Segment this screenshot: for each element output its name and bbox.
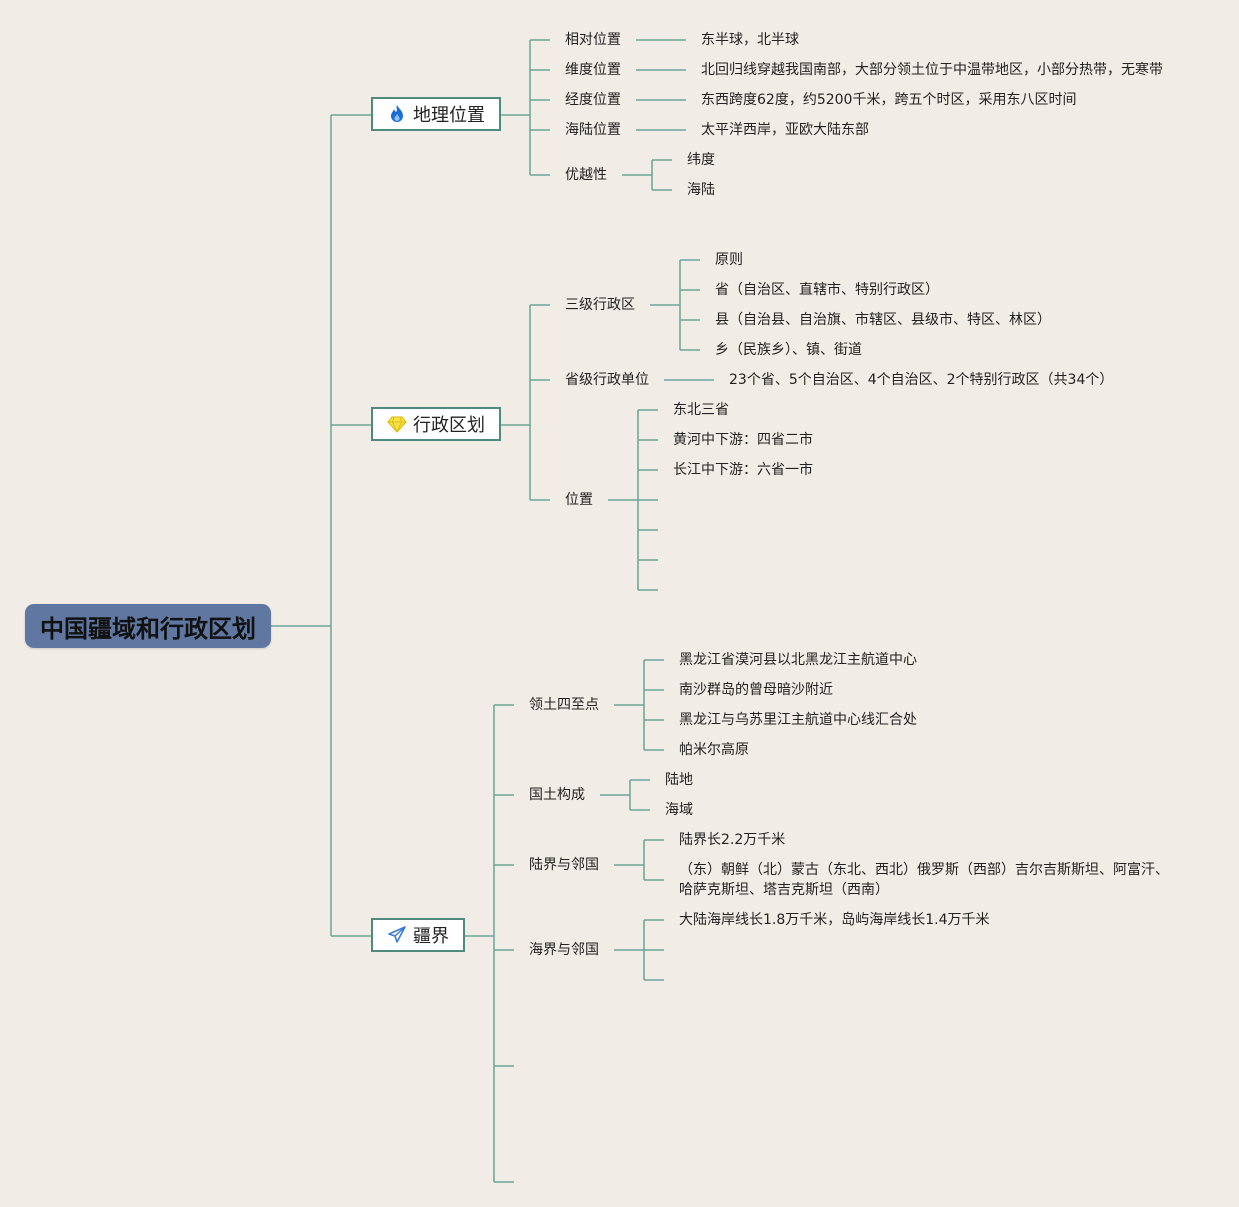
topic-extreme-item[interactable]: 黑龙江与乌苏里江主航道中心线汇合处: [679, 712, 917, 728]
root-topic[interactable]: 中国疆域和行政区划: [25, 604, 271, 648]
topic-territory-composition[interactable]: 国土构成: [529, 787, 585, 803]
topic-latitude-position[interactable]: 维度位置: [565, 62, 621, 78]
fire-icon: [391, 105, 403, 122]
topic-advantage[interactable]: 优越性: [565, 167, 607, 183]
branch-geo-label: 地理位置: [413, 105, 485, 126]
topic-longitude-position-value[interactable]: 东西跨度62度，约5200千米，跨五个时区，采用东八区时间: [701, 92, 1077, 108]
topic-three-level-item[interactable]: 省（自治区、直辖市、特别行政区）: [715, 282, 939, 298]
topic-territory-extremes[interactable]: 领土四至点: [529, 697, 599, 713]
topic-advantage-latitude[interactable]: 纬度: [687, 152, 715, 168]
topic-sea-land-position-value[interactable]: 太平洋西岸，亚欧大陆东部: [701, 122, 869, 138]
topic-extreme-item[interactable]: 帕米尔高原: [679, 742, 749, 758]
topic-extreme-item[interactable]: 黑龙江省漠河县以北黑龙江主航道中心: [679, 652, 917, 668]
topic-admin-position-item[interactable]: 东北三省: [673, 402, 729, 418]
topic-land-border-length[interactable]: 陆界长2.2万千米: [679, 832, 786, 848]
topic-coastline-length[interactable]: 大陆海岸线长1.8万千米，岛屿海岸线长1.4万千米: [679, 912, 990, 928]
diamond-icon: [387, 416, 407, 433]
branch-admin-label: 行政区划: [413, 415, 485, 436]
branch-admin-division[interactable]: 行政区划: [371, 407, 501, 441]
topic-land-neighbors-line2[interactable]: 哈萨克斯坦、塔吉克斯坦（西南）: [679, 882, 889, 898]
topic-provincial-units[interactable]: 省级行政单位: [565, 372, 649, 388]
branch-geo-location[interactable]: 地理位置: [371, 97, 501, 131]
branch-border[interactable]: 疆界: [371, 918, 465, 952]
topic-three-level-item[interactable]: 县（自治县、自治旗、市辖区、县级市、特区、林区）: [715, 312, 1051, 328]
topic-three-level-item[interactable]: 乡（民族乡）、镇、街道: [715, 342, 862, 358]
topic-land-border-neighbors[interactable]: 陆界与邻国: [529, 857, 599, 873]
topic-relative-position-value[interactable]: 东半球，北半球: [701, 32, 799, 48]
paper-plane-icon: [388, 926, 406, 943]
topic-extreme-item[interactable]: 南沙群岛的曾母暗沙附近: [679, 682, 833, 698]
topic-provincial-units-value[interactable]: 23个省、5个自治区、4个自治区、2个特别行政区（共34个）: [729, 372, 1114, 388]
topic-territory-land[interactable]: 陆地: [665, 772, 693, 788]
topic-sea-border-neighbors[interactable]: 海界与邻国: [529, 942, 599, 958]
topic-three-level-item[interactable]: 原则: [715, 252, 743, 268]
topic-territory-sea[interactable]: 海域: [665, 802, 693, 818]
topic-land-neighbors-line1[interactable]: （东）朝鲜（北）蒙古（东北、西北）俄罗斯（西部）吉尔吉斯斯坦、阿富汗、: [679, 862, 1169, 878]
topic-admin-position-item[interactable]: 黄河中下游：四省二市: [673, 432, 813, 448]
topic-admin-position-item[interactable]: 长江中下游：六省一市: [673, 462, 813, 478]
topic-admin-position[interactable]: 位置: [565, 492, 593, 508]
branch-border-label: 疆界: [413, 926, 449, 947]
topic-relative-position[interactable]: 相对位置: [565, 32, 621, 48]
topic-longitude-position[interactable]: 经度位置: [565, 92, 621, 108]
topic-three-level-admin[interactable]: 三级行政区: [565, 297, 635, 313]
topic-latitude-position-value[interactable]: 北回归线穿越我国南部，大部分领土位于中温带地区，小部分热带，无寒带: [701, 62, 1163, 78]
topic-advantage-sealand[interactable]: 海陆: [687, 182, 715, 198]
topic-sea-land-position[interactable]: 海陆位置: [565, 122, 621, 138]
